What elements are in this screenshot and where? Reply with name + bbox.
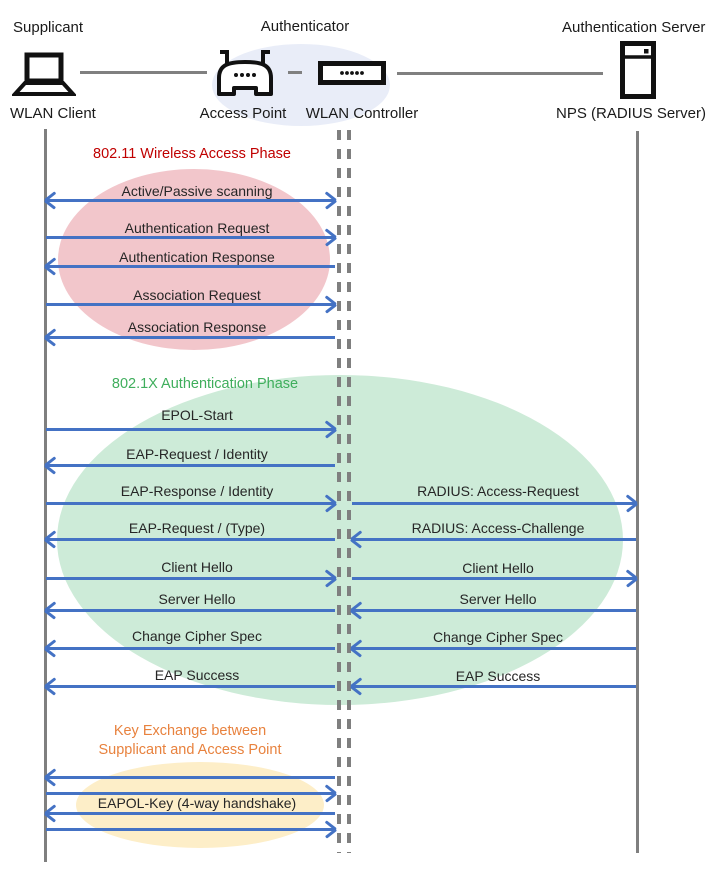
auth-response-label: Authentication Response bbox=[119, 249, 275, 265]
controller-lifeline-dashed-1 bbox=[337, 130, 341, 853]
auth-request-label: Authentication Request bbox=[124, 220, 270, 236]
eap-success-left-label: EAP Success bbox=[154, 667, 240, 683]
server-lifeline bbox=[636, 131, 639, 853]
phase3-title: Key Exchange between Supplicant and Acce… bbox=[60, 722, 320, 760]
change-cipher-right-arrow bbox=[352, 647, 636, 650]
eap-request-type-label: EAP-Request / (Type) bbox=[128, 520, 266, 536]
eapol-key-arrow-1 bbox=[46, 776, 335, 779]
eap-request-type-arrow bbox=[46, 538, 335, 541]
eap-success-right-label: EAP Success bbox=[455, 668, 541, 684]
auth-request-arrow bbox=[46, 236, 335, 239]
epol-start-arrow bbox=[46, 428, 335, 431]
radius-access-request-arrow bbox=[352, 502, 636, 505]
radius-access-challenge-label: RADIUS: Access-Challenge bbox=[411, 520, 585, 536]
assoc-request-arrow bbox=[46, 303, 335, 306]
change-cipher-right-label: Change Cipher Spec bbox=[433, 629, 563, 645]
eap-request-identity-arrow bbox=[46, 464, 335, 467]
client-hello-right-label: Client Hello bbox=[462, 560, 534, 576]
phase3-title-line2: Supplicant and Access Point bbox=[98, 742, 282, 758]
radius-access-challenge-arrow bbox=[352, 538, 636, 541]
eapol-key-arrow-2 bbox=[46, 792, 335, 795]
auth-response-arrow bbox=[46, 265, 335, 268]
scanning-arrow bbox=[46, 199, 335, 202]
eapol-key-arrow-3 bbox=[46, 812, 335, 815]
server-hello-right-label: Server Hello bbox=[459, 591, 537, 607]
client-hello-left-label: Client Hello bbox=[161, 559, 233, 575]
authentication-server-title: Authentication Server bbox=[562, 19, 706, 36]
connector-ap-controller bbox=[288, 71, 302, 74]
assoc-request-label: Association Request bbox=[133, 287, 261, 303]
eap-response-identity-arrow bbox=[46, 502, 335, 505]
client-lifeline bbox=[44, 129, 47, 862]
eap-success-left-arrow bbox=[46, 685, 335, 688]
connector-client-ap bbox=[80, 71, 207, 74]
phase2-title: 802.1X Authentication Phase bbox=[111, 376, 299, 392]
eap-success-right-arrow bbox=[352, 685, 636, 688]
assoc-response-arrow bbox=[46, 336, 335, 339]
scanning-label: Active/Passive scanning bbox=[121, 183, 273, 199]
epol-start-label: EPOL-Start bbox=[161, 407, 233, 423]
access-point-icon bbox=[214, 48, 276, 103]
eapol-key-arrow-4 bbox=[46, 828, 335, 831]
client-hello-left-arrow bbox=[46, 577, 335, 580]
wlan-controller-icon bbox=[318, 61, 386, 90]
access-point-label: Access Point bbox=[199, 105, 287, 122]
authenticator-title: Authenticator bbox=[260, 18, 350, 35]
connector-controller-server bbox=[397, 72, 603, 75]
nps-radius-server-label: NPS (RADIUS Server) bbox=[555, 105, 707, 122]
server-icon bbox=[620, 41, 656, 104]
server-hello-left-label: Server Hello bbox=[158, 591, 236, 607]
eap-request-identity-label: EAP-Request / Identity bbox=[126, 446, 268, 462]
assoc-response-label: Association Response bbox=[127, 319, 267, 335]
laptop-icon bbox=[10, 52, 78, 103]
change-cipher-left-label: Change Cipher Spec bbox=[132, 628, 262, 644]
radius-access-request-label: RADIUS: Access-Request bbox=[417, 483, 579, 499]
supplicant-title: Supplicant bbox=[13, 19, 84, 36]
wlan-controller-label: WLAN Controller bbox=[305, 105, 419, 122]
client-hello-right-arrow bbox=[352, 577, 636, 580]
server-hello-left-arrow bbox=[46, 609, 335, 612]
phase3-title-line1: Key Exchange between bbox=[113, 723, 267, 739]
eapol-key-label: EAPOL-Key (4-way handshake) bbox=[97, 795, 297, 811]
phase1-title: 802.11 Wireless Access Phase bbox=[93, 146, 291, 162]
eap-response-identity-label: EAP-Response / Identity bbox=[120, 483, 274, 499]
server-hello-right-arrow bbox=[352, 609, 636, 612]
wlan-client-label: WLAN Client bbox=[10, 105, 96, 122]
controller-lifeline-dashed-2 bbox=[347, 130, 351, 853]
change-cipher-left-arrow bbox=[46, 647, 335, 650]
